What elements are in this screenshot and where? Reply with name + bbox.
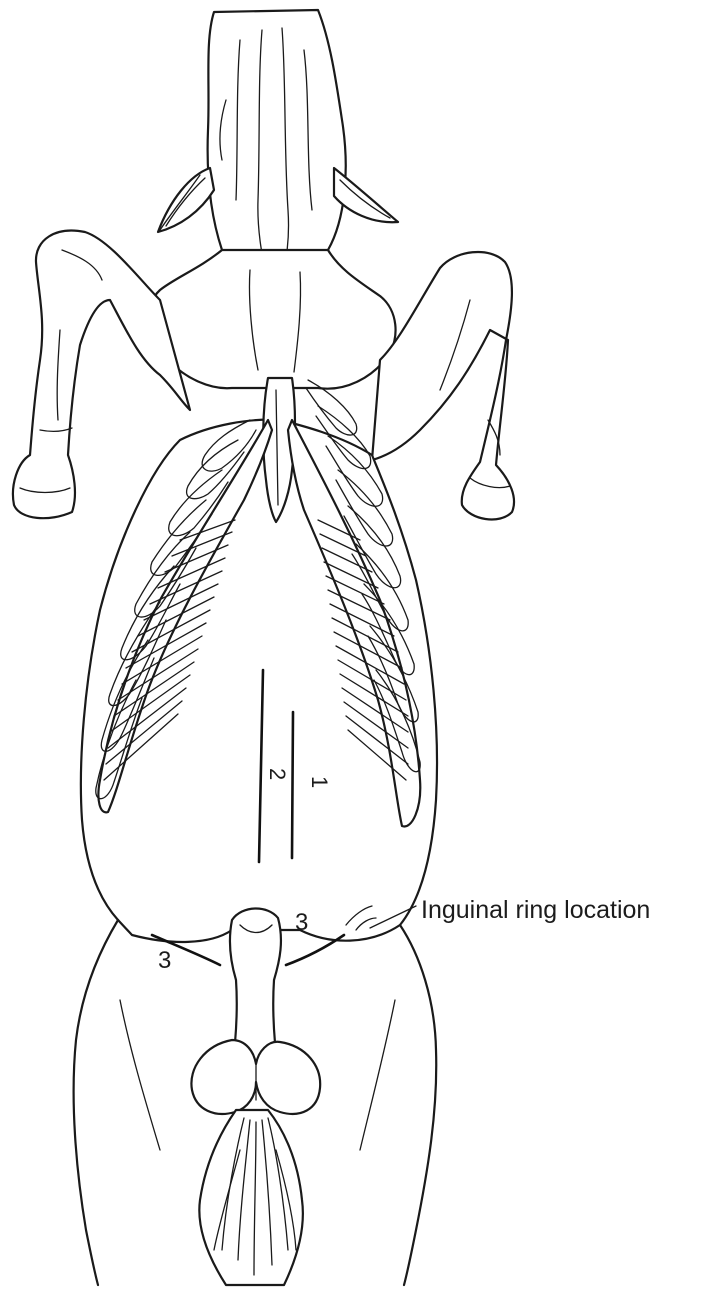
tail [199,1110,303,1285]
right-foreleg [372,252,514,519]
inguinal-ring-label: Inguinal ring location [421,896,650,924]
incision-2-label: 2 [265,768,290,780]
incision-3-right-label: 3 [295,909,308,936]
head [208,10,346,280]
incision-1-line [292,712,293,858]
incision-3-left-label: 3 [158,947,171,974]
incision-3-right-line [286,935,344,965]
incision-1-label: 1 [307,776,332,788]
neck-chest [150,250,396,389]
